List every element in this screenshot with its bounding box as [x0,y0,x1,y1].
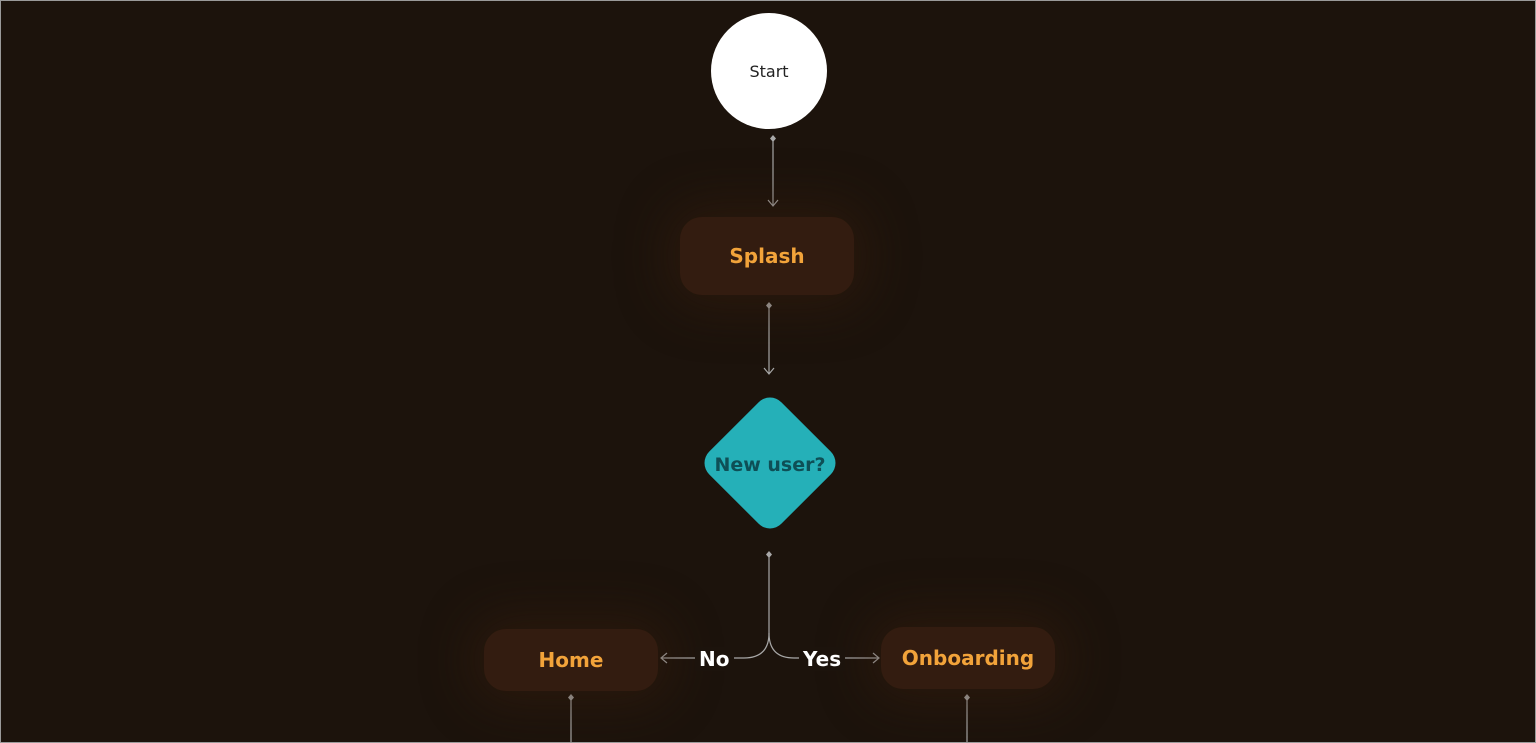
connector-decision-no [734,556,770,659]
port-start-bottom [770,135,776,142]
arrowhead-splash [767,199,779,207]
port-home-bottom [568,694,574,701]
port-splash-bottom [766,302,772,309]
port-onboarding-bottom [964,694,970,701]
arrowhead-home [660,652,668,664]
splash-label: Splash [729,244,805,268]
edge-label-yes: Yes [799,647,846,671]
start-label: Start [749,61,789,81]
decision-label: New user? [714,454,826,476]
port-decision-bottom [766,551,772,558]
start-node[interactable]: Start [711,13,827,129]
home-node[interactable]: Home [484,629,658,691]
arrowhead-onboarding [872,652,880,664]
home-label: Home [538,648,604,672]
onboarding-label: Onboarding [901,646,1035,670]
edge-label-no: No [695,647,734,671]
onboarding-node[interactable]: Onboarding [881,627,1055,689]
splash-node[interactable]: Splash [680,217,854,295]
arrowhead-decision [763,367,775,375]
connector-decision-yes [768,632,801,659]
